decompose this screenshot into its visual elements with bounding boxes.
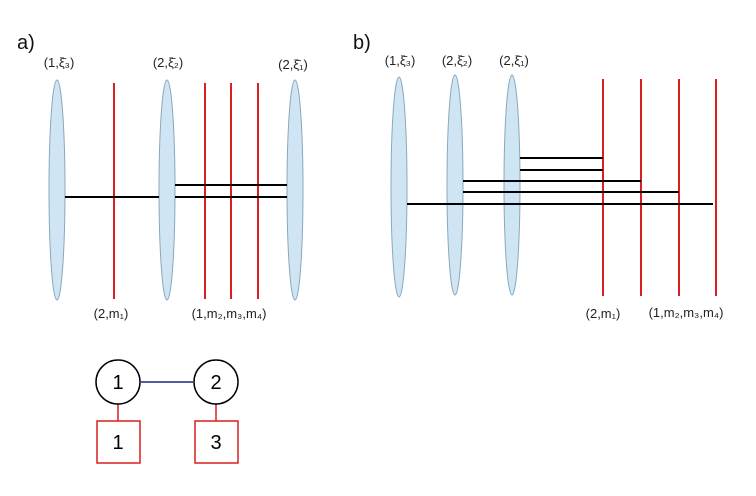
quiver: 1 2 1 3	[95, 359, 239, 464]
diagram-b	[390, 74, 717, 298]
gauge-node-1	[95, 359, 141, 405]
red-label-m1-a: (2,m₁)	[93, 306, 129, 321]
gauge-node-2-label: 2	[210, 372, 221, 394]
panel-label-a: a)	[17, 32, 35, 54]
gauge-node-2	[193, 359, 239, 405]
brane-label-xi2-a: (2,ξ̄₂)	[152, 55, 184, 70]
flavor-node-1	[96, 420, 141, 464]
panel-label-b: b)	[353, 32, 371, 54]
brane-xi2-b	[446, 74, 464, 296]
brane-label-xi3-a: (1,ξ̄₃)	[43, 55, 75, 70]
brane-xi2-a	[158, 79, 176, 301]
brane-xi3-b	[390, 76, 408, 298]
brane-xi3-a	[48, 79, 66, 301]
brane-label-xi2-b: (2,ξ̄₂)	[441, 53, 473, 68]
red-label-m234-a: (1,m₂,m₃,m₄)	[191, 306, 267, 321]
flavor-node-1-label: 1	[112, 432, 123, 454]
gauge-node-1-label: 1	[112, 372, 123, 394]
red-label-m1-b: (2,m₁)	[585, 306, 621, 321]
brane-xi1-b	[503, 74, 521, 296]
red-label-m234-b: (1,m₂,m₃,m₄)	[648, 305, 724, 320]
brane-label-xi1-a: (2,ξ̄₁)	[278, 57, 308, 72]
diagram-a	[48, 79, 304, 301]
brane-xi1-a	[286, 79, 304, 301]
flavor-node-2-label: 3	[210, 432, 221, 454]
brane-label-xi3-b: (1,ξ̄₃)	[384, 53, 416, 68]
brane-label-xi1-b: (2,ξ̄₁)	[499, 53, 529, 68]
flavor-node-2	[194, 420, 239, 464]
